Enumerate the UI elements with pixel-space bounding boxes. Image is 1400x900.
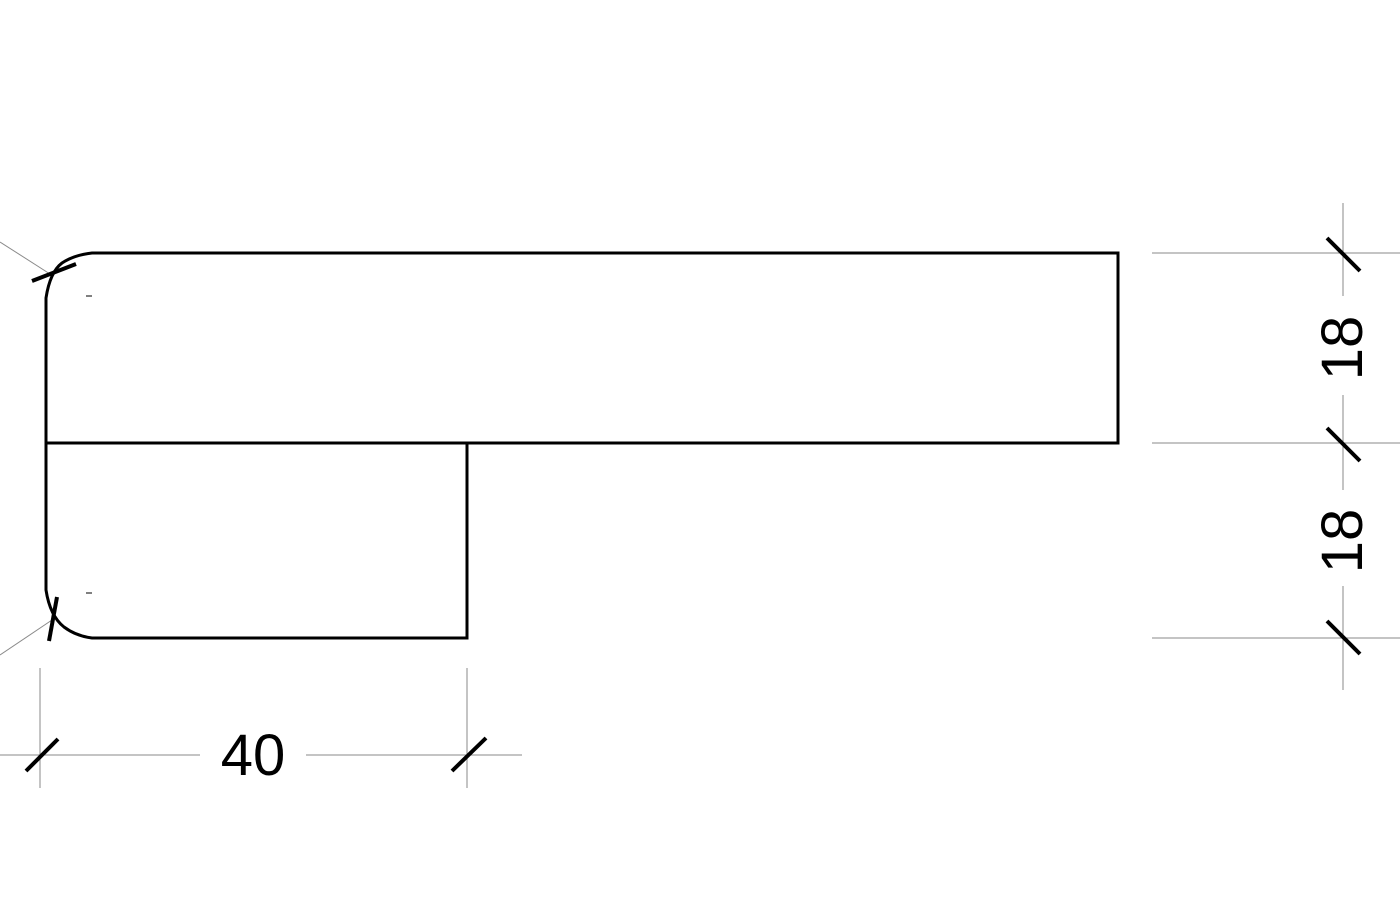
leader-line-top [0, 241, 51, 275]
leader-line-bottom [0, 619, 53, 656]
dimension-tick-right [450, 736, 488, 773]
upper-board-outline [44, 251, 1120, 445]
dimension-label-width: 40 [221, 723, 286, 788]
dimension-width-bottom: 40 [0, 668, 522, 788]
dimension-tick-left [24, 737, 60, 773]
dimension-height-chain: 18 18 [1152, 203, 1400, 690]
dimension-label-height-upper: 18 [1310, 316, 1375, 381]
corner-tick-bottom [47, 596, 59, 642]
dimension-tick-top [1325, 236, 1362, 273]
dimension-label-height-lower: 18 [1310, 509, 1375, 574]
lower-board-outline [44, 443, 469, 640]
corner-tick-top [31, 262, 77, 283]
dimension-tick-middle [1325, 426, 1362, 463]
dimension-tick-bottom [1325, 619, 1362, 656]
